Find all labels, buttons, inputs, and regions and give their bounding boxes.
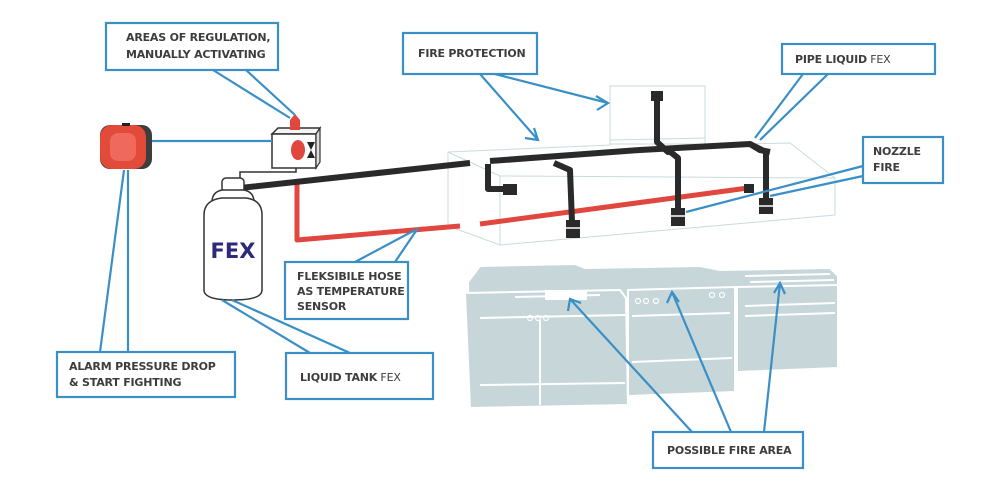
nozzle-2 (671, 208, 685, 226)
tank-label-bold: LIQUID TANK (300, 371, 378, 384)
callout-fire-area: POSSIBLE FIRE AREA (566, 280, 805, 470)
fryer-unit (463, 288, 630, 410)
alarm-siren (100, 123, 152, 169)
nozzle-1 (566, 220, 580, 238)
pipe-network (239, 91, 773, 238)
nozzle-line-1: NOZZLE (873, 145, 921, 158)
nozzle-small (503, 184, 517, 195)
callout-pipe: PIPE LIQUID FEX (754, 42, 937, 141)
callout-nozzle: NOZZLE FIRE (685, 135, 945, 214)
callout-regulation: AREAS OF REGULATION, MANUALLY ACTIVATING (104, 21, 296, 119)
fex-tank: FEX (203, 165, 297, 301)
hose-line-1: FLEKSIBILE HOSE (297, 270, 401, 283)
regulation-line-2: MANUALLY ACTIVATING (126, 48, 266, 61)
pipe-label-light: FEX (867, 53, 891, 66)
tank-label-light: FEX (377, 371, 401, 384)
griddle-unit (736, 283, 839, 374)
svg-text:FLEKSIBILE HOSE AS TEMPE: FLEKSIBILE HOSE AS TEMPERATURE SENSOR (297, 270, 408, 313)
tank-label: FEX (211, 239, 256, 263)
nozzle-line-2: FIRE (873, 161, 900, 174)
svg-text:AREAS OF REGULATION, MAN: AREAS OF REGULATION, MANUALLY ACTIVATING (126, 31, 274, 61)
hose-line-3: SENSOR (297, 300, 347, 313)
callout-tank: LIQUID TANK FEX (221, 298, 435, 401)
svg-text:NOZZLE FIRE: NOZZLE FIRE (873, 145, 924, 174)
control-valve-box (270, 114, 322, 170)
callout-fire-protection: FIRE PROTECTION (401, 31, 611, 142)
callout-alarm: ALARM PRESSURE DROP & START FIGHTING (55, 169, 237, 399)
fire-protection-label: FIRE PROTECTION (418, 47, 526, 60)
pipe-label: PIPE LIQUID FEX (795, 53, 891, 66)
svg-text:ALARM PRESSURE DROP & S: ALARM PRESSURE DROP & START FIGHTING (69, 360, 219, 389)
tank-callout-label: LIQUID TANK FEX (300, 371, 401, 384)
valve-indicator (291, 140, 305, 160)
pipe-label-bold: PIPE LIQUID (795, 53, 867, 66)
regulation-line-1: AREAS OF REGULATION, (126, 31, 270, 44)
kitchen-equipment (463, 262, 839, 410)
alarm-line-2: & START FIGHTING (69, 376, 181, 389)
alarm-line-1: ALARM PRESSURE DROP (69, 360, 216, 373)
fire-area-label: POSSIBLE FIRE AREA (667, 444, 792, 457)
valve-symbol (307, 142, 315, 158)
fleksibile-hose (294, 180, 749, 243)
nozzle-duct (651, 91, 663, 101)
hose-line-2: AS TEMPERATURE (297, 285, 405, 298)
hose-end-cap (744, 184, 754, 193)
manual-activation-button[interactable] (290, 120, 300, 130)
callout-hose: FLEKSIBILE HOSE AS TEMPERATURE SENSOR (283, 227, 419, 321)
